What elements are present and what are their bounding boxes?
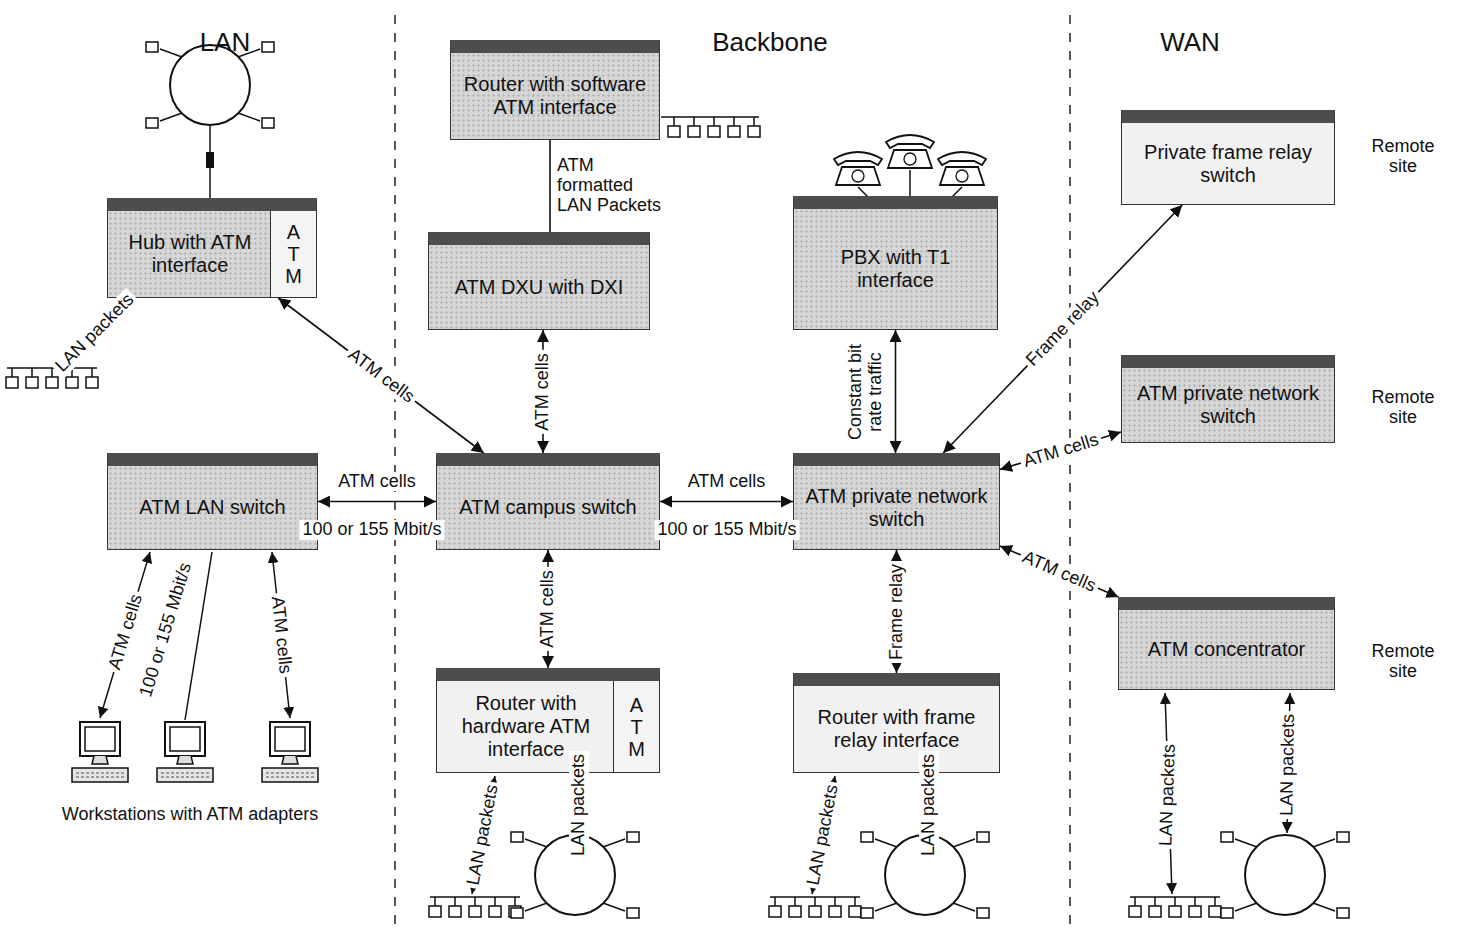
link-label: ATM formatted LAN Packets [554, 156, 670, 215]
workstation-icon [157, 722, 213, 782]
device-box: Router with hardware ATM interfaceATM [436, 668, 660, 773]
region-heading: LAN [197, 28, 254, 57]
device-box: ATM private network switch [793, 453, 1000, 550]
interface-tag: ATM [284, 221, 304, 287]
atm-interface-panel: ATM [270, 211, 316, 297]
device-label: ATM campus switch [459, 496, 636, 519]
workstation-icon [72, 722, 128, 782]
telephone-icon [938, 152, 986, 185]
annotation-label: LAN packets [803, 780, 843, 890]
link-label: ATM cells [1017, 546, 1102, 597]
annotation-label: LAN packets [1277, 711, 1299, 819]
annotation-label: ATM cells [267, 592, 295, 677]
bus-lan-icon [769, 897, 861, 917]
bus-lan-icon [6, 368, 98, 388]
telephone-icon [834, 152, 882, 185]
network-link [895, 330, 897, 453]
device-label: Hub with ATM interface [116, 231, 264, 277]
phone-wire [858, 170, 962, 197]
device-box: Hub with ATM interface ATM [107, 198, 317, 298]
interface-tag: ATM [627, 694, 647, 760]
link-label: ATM cells [533, 350, 553, 434]
device-box: ATM concentrator [1118, 597, 1335, 690]
device-box: ATM DXU with DXI [428, 232, 650, 330]
atm-interface-panel: ATM [613, 681, 659, 772]
cell-mark [206, 152, 214, 168]
annotation-label: 100 or 155 Mbit/s [299, 520, 444, 540]
device-box: Router with frame relay interface [793, 673, 1000, 773]
device-label: ATM private network switch [1130, 382, 1326, 428]
link-label: ATM cells [335, 472, 419, 492]
link-label: ATM cells [342, 342, 421, 408]
device-box: PBX with T1 interface [793, 196, 998, 330]
device-label: Router with frame relay interface [802, 706, 991, 752]
device-box: ATM LAN switch [107, 453, 318, 550]
link-label: ATM cells [1018, 429, 1104, 473]
region-heading: WAN [1157, 28, 1223, 57]
device-label: Router with software ATM interface [459, 73, 651, 119]
bus-lan-icon [668, 117, 760, 137]
network-link [660, 501, 793, 503]
workstation-icon [262, 722, 318, 782]
annotation-label: LAN packets [463, 780, 503, 890]
annotation-label: 100 or 155 Mbit/s [135, 558, 196, 703]
annotation-label: Remote site [1355, 642, 1451, 682]
device-box: ATM private network switch [1121, 355, 1335, 443]
device-label: ATM LAN switch [139, 496, 285, 519]
annotation-label: Workstations with ATM adapters [59, 805, 321, 825]
region-divider [1069, 15, 1071, 925]
device-box: Router with software ATM interface [450, 40, 660, 140]
device-label: ATM private network switch [802, 485, 991, 531]
link-label: Frame relay [887, 560, 907, 662]
annotation-label: LAN packets [919, 751, 939, 859]
ring-lan-icon [1221, 832, 1349, 918]
telephone-icon [886, 135, 934, 168]
device-box: Private frame relay switch [1121, 110, 1335, 205]
annotation-label: LAN packets [50, 288, 140, 378]
device-label: ATM concentrator [1148, 638, 1305, 661]
region-heading: Backbone [709, 28, 831, 57]
device-label: Private frame relay switch [1130, 141, 1326, 187]
device-label: ATM DXU with DXI [455, 276, 624, 299]
annotation-label: Remote site [1355, 137, 1451, 177]
device-box: ATM campus switch [436, 453, 660, 550]
annotation-label: LAN packets [569, 751, 589, 859]
network-link [549, 140, 551, 232]
annotation-label: 100 or 155 Mbit/s [654, 520, 799, 540]
region-divider [394, 15, 396, 925]
link-line [661, 116, 669, 118]
annotation-label: Remote site [1355, 388, 1451, 428]
device-label: PBX with T1 interface [802, 246, 989, 292]
link-label: ATM cells [538, 567, 558, 651]
annotation-label: LAN packets [1156, 741, 1180, 850]
link-label: Constant bit rate traffic [846, 334, 886, 450]
network-link [1000, 546, 1118, 597]
network-link [318, 501, 436, 503]
bus-lan-icon [1129, 897, 1221, 917]
annotation-label: ATM cells [104, 589, 147, 675]
bus-lan-icon [429, 897, 521, 917]
link-label: Frame relay [1020, 285, 1105, 372]
link-label: ATM cells [685, 472, 769, 492]
